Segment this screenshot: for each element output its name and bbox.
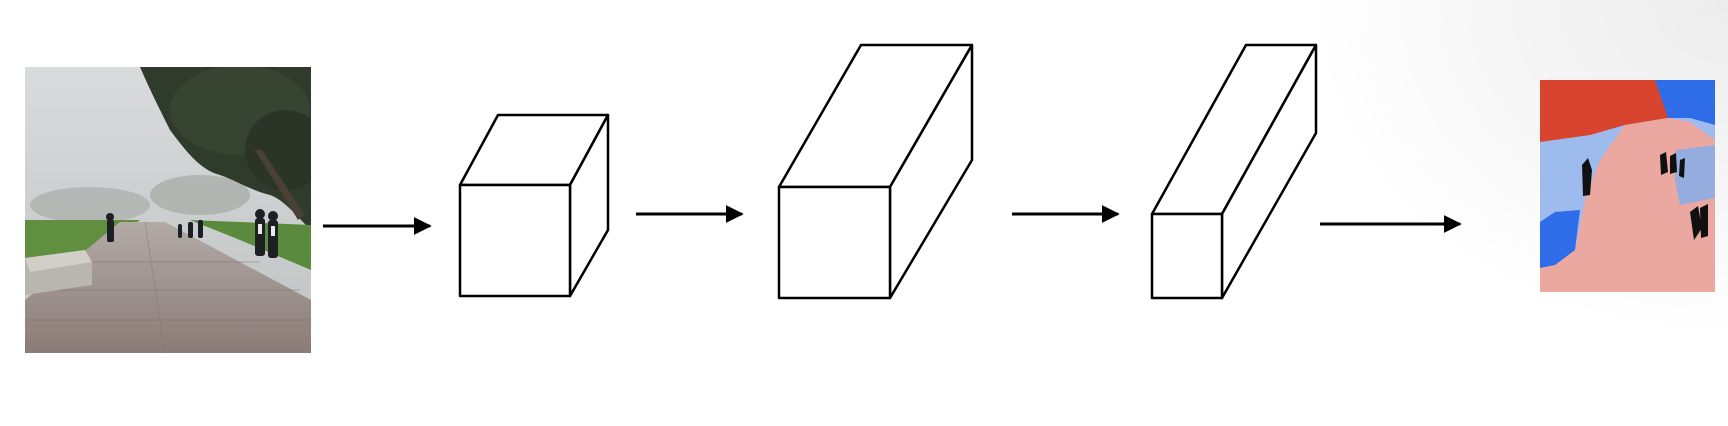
feature-block-tall [777, 43, 974, 300]
feature-block-cube [458, 113, 610, 298]
feature-block-narrow [1150, 43, 1318, 300]
input-photo [25, 67, 311, 353]
output-segmentation-map [1540, 80, 1715, 292]
